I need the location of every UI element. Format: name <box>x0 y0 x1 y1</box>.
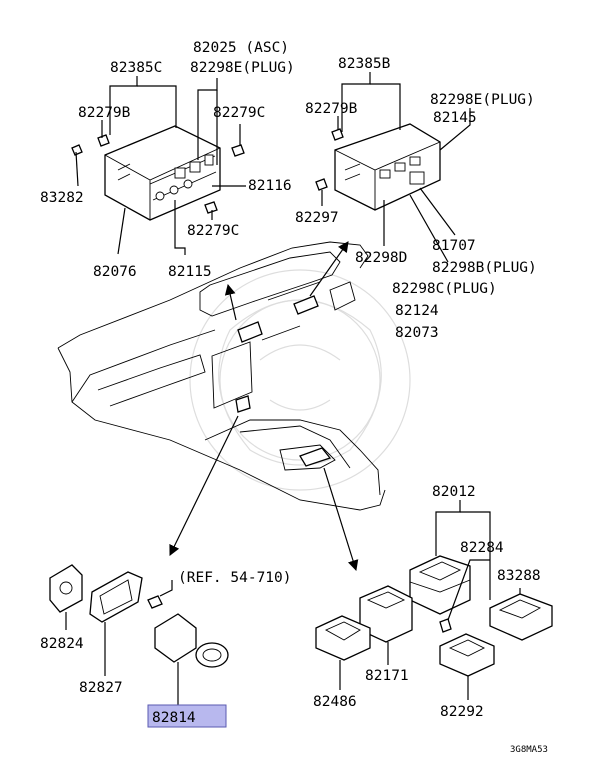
leaders-top-left <box>75 76 246 255</box>
arrow-to-ac-switch <box>309 241 349 297</box>
label-82297: 82297 <box>295 210 339 226</box>
label-82814: 82814 <box>152 710 196 726</box>
label-82076: 82076 <box>93 264 137 280</box>
label-82279b-b: 82279B <box>305 101 358 117</box>
arrow-to-console-switches <box>323 467 359 572</box>
clip-82284 <box>439 618 452 633</box>
label-82385c: 82385C <box>110 60 162 76</box>
screw-82279b-a <box>97 134 110 147</box>
label-ref-54-710: (REF. 54-710) <box>178 570 292 586</box>
asc-switch-assembly <box>104 125 221 221</box>
leaders-bottom-left <box>65 580 179 705</box>
watermark <box>189 269 411 491</box>
label-82012: 82012 <box>432 484 476 500</box>
label-82171: 82171 <box>365 668 409 684</box>
label-82486: 82486 <box>313 694 357 710</box>
bezel-82292 <box>439 633 495 677</box>
label-82298b: 82298B(PLUG) <box>432 260 537 276</box>
bezel-82486 <box>315 615 371 661</box>
lighter-bezel-plate <box>49 564 83 613</box>
label-81707: 81707 <box>432 238 476 254</box>
label-82279c-a: 82279C <box>213 105 265 121</box>
arrow-to-lighter <box>169 415 239 556</box>
dash-switch-b <box>293 295 319 315</box>
screw-82279c-b <box>204 201 218 214</box>
screw-82279b-b <box>331 128 344 141</box>
label-82145: 82145 <box>433 110 477 126</box>
label-82073: 82073 <box>395 325 439 341</box>
screw-83282 <box>71 144 83 156</box>
label-82025: 82025 (ASC) <box>193 40 289 56</box>
console-switch-icon <box>299 447 332 467</box>
label-82284: 82284 <box>460 540 504 556</box>
label-82298c: 82298C(PLUG) <box>392 281 497 297</box>
label-82298d: 82298D <box>355 250 407 266</box>
label-82279c-b: 82279C <box>187 223 239 239</box>
highlight-82814 <box>147 704 227 728</box>
dash-switch-a <box>237 321 263 343</box>
label-82298e-a: 82298E(PLUG) <box>190 60 295 76</box>
leaders-top-right <box>321 72 471 263</box>
leaders-bottom-right <box>339 500 521 700</box>
label-82298e-b: 82298E(PLUG) <box>430 92 535 108</box>
ac-switch-assembly <box>334 123 441 211</box>
lighter-socket <box>147 595 229 668</box>
label-82124: 82124 <box>395 303 439 319</box>
label-83282: 83282 <box>40 190 84 206</box>
label-82116: 82116 <box>248 178 292 194</box>
label-82115: 82115 <box>168 264 212 280</box>
screw-82279c-a <box>231 144 245 157</box>
label-82279b-a: 82279B <box>78 105 131 121</box>
label-83288: 83288 <box>497 568 541 584</box>
bezel-83288 <box>489 593 553 641</box>
arrow-to-asc-switch <box>224 283 237 321</box>
diagram-code: 3G8MA53 <box>510 745 548 755</box>
lighter-panel <box>89 571 143 623</box>
label-82292: 82292 <box>440 704 484 720</box>
screw-82297 <box>315 178 328 191</box>
dash-lighter-icon <box>235 395 251 413</box>
label-82824: 82824 <box>40 636 84 652</box>
label-82827: 82827 <box>79 680 123 696</box>
dashboard-illustration <box>57 241 386 511</box>
label-82385b: 82385B <box>338 56 391 72</box>
